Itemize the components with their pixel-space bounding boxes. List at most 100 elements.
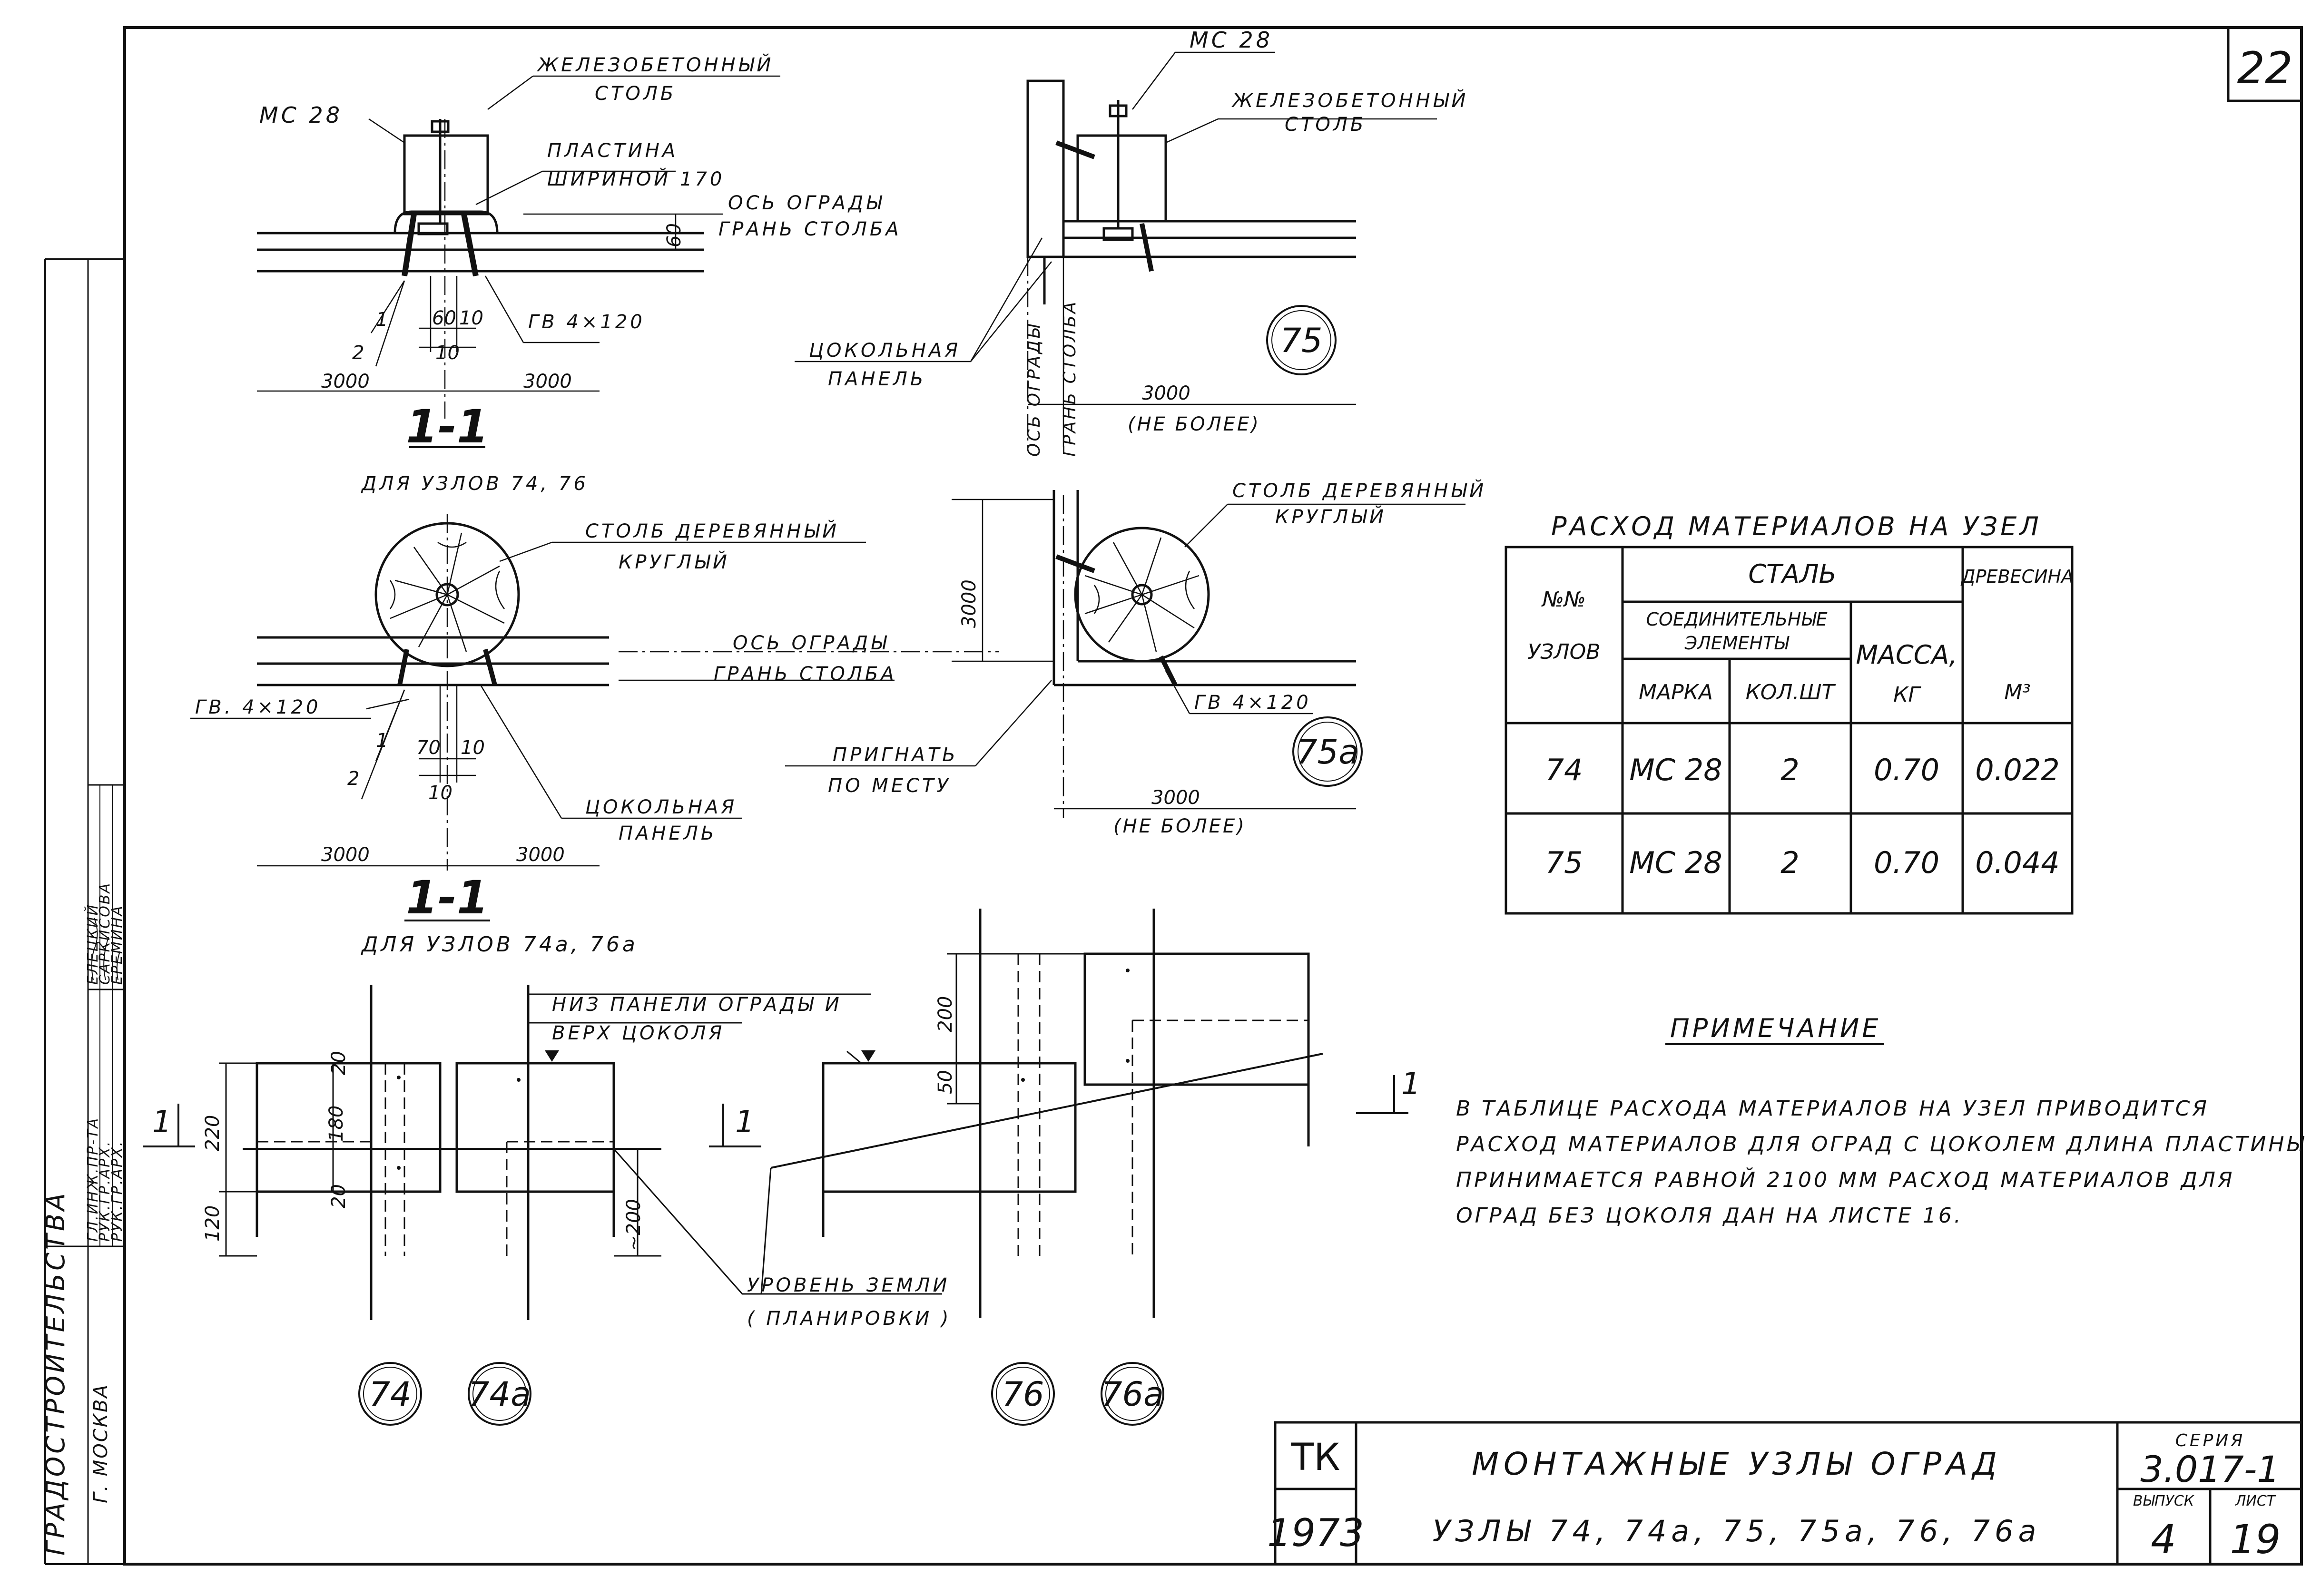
ur-mc-label: МС 28 — [1190, 27, 1273, 53]
elev-cut-3: 1 — [1401, 1067, 1421, 1102]
ur-dim-len: 3000 — [1142, 382, 1190, 404]
node-76-circle — [991, 1362, 1055, 1426]
ml-panel-label-1: ЦОКОЛЬНАЯ — [585, 796, 737, 818]
ml-axis-label: ОСЬ ОГРАДЫ — [733, 632, 889, 654]
ul-post-label-2: СТОЛБ — [595, 83, 676, 105]
ml-post-label-2: КРУГЛЫЙ — [619, 550, 730, 573]
node-74a-label: 74а — [468, 1375, 531, 1414]
node-76-label: 76 — [1002, 1375, 1044, 1414]
note-heading: ПРИМЕЧАНИЕ — [1670, 1013, 1881, 1043]
node-76a-label: 76а — [1101, 1375, 1164, 1414]
elev-dim-200: 200 — [934, 996, 956, 1032]
th-nn: №№ — [1541, 587, 1586, 612]
title-tk: ТК — [1290, 1436, 1340, 1479]
ul-axis-label: ОСЬ ОГРАДЫ — [728, 192, 885, 214]
mr-node-circle — [1292, 716, 1363, 787]
title-year: 1973 — [1267, 1511, 1364, 1555]
ur-node-number: 75 — [1280, 321, 1322, 360]
ml-dim-10a: 10 — [461, 737, 485, 759]
ml-slope-1: 1 — [376, 730, 388, 752]
ml-section-mark: 1-1 — [406, 871, 488, 924]
stamp-city: Г. МОСКВА — [90, 1383, 112, 1503]
mr-gv-label: ГВ 4×120 — [1194, 692, 1311, 714]
row2-mark: МС 28 — [1629, 845, 1722, 880]
ml-dim-70: 70 — [416, 737, 441, 759]
elev-dim-20b: 20 — [328, 1184, 350, 1208]
row2-node: 75 — [1545, 845, 1583, 880]
title-main: МОНТАЖНЫЕ УЗЛЫ ОГРАД — [1472, 1446, 2002, 1482]
th-mass-1: МАССА, — [1856, 640, 1957, 670]
ul-dim-right: 3000 — [523, 371, 572, 392]
detail-upper-right: МС 28 ЖЕЛЕЗОБЕТОННЫЙ СТОЛБ ЦОКОЛЬНАЯ ПАН… — [795, 27, 1468, 457]
ml-dim-10b: 10 — [428, 782, 452, 804]
ul-slope-2: 2 — [352, 342, 364, 364]
ur-post-label-2: СТОЛБ — [1285, 114, 1366, 136]
row1-qty: 2 — [1780, 753, 1799, 787]
ml-dim-left: 3000 — [321, 844, 370, 866]
ul-caption: ДЛЯ УЗЛОВ 74, 76 — [361, 473, 589, 495]
mr-post-label-2: КРУГЛЫЙ — [1275, 505, 1387, 528]
detail-middle-right: СТОЛБ ДЕРЕВЯННЫЙ КРУГЛЫЙ ПРИГНАТЬ ПО МЕС… — [785, 479, 1486, 837]
ml-slope-2: 2 — [347, 768, 359, 790]
stamp-signatures — [91, 918, 120, 980]
row2-qty: 2 — [1780, 845, 1799, 880]
elev-ground-2: ( ПЛАНИРОВКИ ) — [747, 1308, 952, 1330]
mr-dim-len: 3000 — [1151, 787, 1200, 809]
elev-dim-180: 180 — [325, 1106, 347, 1142]
row1-node: 74 — [1545, 753, 1583, 787]
th-conn-1: СОЕДИНИТЕЛЬНЫЕ — [1646, 609, 1827, 630]
stamp-name-1: ЕЛЕЦКИЙ — [84, 903, 101, 985]
sheet-number: 22 — [2237, 43, 2292, 94]
elev-dim-120: 120 — [202, 1205, 224, 1242]
materials-table: РАСХОД МАТЕРИАЛОВ НА УЗЕЛ №№ УЗЛОВ СТАЛЬ… — [1505, 511, 2074, 915]
th-steel: СТАЛЬ — [1748, 559, 1836, 589]
node-74-label: 74 — [369, 1375, 411, 1414]
ur-post-label-1: ЖЕЛЕЗОБЕТОННЫЙ — [1231, 89, 1468, 112]
th-mass-2: КГ — [1893, 683, 1921, 707]
ml-face-label: ГРАНЬ СТОЛБА — [714, 663, 897, 685]
stamp-name-2: САРКИСОВА — [97, 882, 113, 985]
row2-wood: 0.044 — [1975, 845, 2060, 880]
th-qty: КОЛ.ШТ — [1746, 680, 1836, 705]
mr-post-label-1: СТОЛБ ДЕРЕВЯННЫЙ — [1232, 479, 1486, 502]
ur-node-circle — [1266, 305, 1337, 375]
ml-post-label-1: СТОЛБ ДЕРЕВЯННЫЙ — [585, 519, 839, 542]
ul-face-label: ГРАНЬ СТОЛБА — [718, 218, 902, 240]
elev-dim-200v: ~200 — [623, 1199, 645, 1251]
title-sheet: 19 — [2230, 1516, 2281, 1563]
note-line-2: РАСХОД МАТЕРИАЛОВ ДЛЯ ОГРАД С ЦОКОЛЕМ ДЛ… — [1456, 1132, 2306, 1156]
node-74a-circle — [468, 1362, 531, 1426]
detail-upper-left: МС 28 ЖЕЛЕЗОБЕТОННЫЙ СТОЛБ ПЛАСТИНА ШИРИ… — [257, 53, 902, 495]
ul-slope-1: 1 — [376, 309, 388, 331]
note-line-3: ПРИНИМАЕТСЯ РАВНОЙ 2100 ММ РАСХОД МАТЕРИ… — [1456, 1167, 2235, 1192]
title-sub: УЗЛЫ 74, 74а, 75, 75а, 76, 76а — [1432, 1514, 2041, 1548]
ul-dim-60: 60 — [432, 307, 456, 329]
row1-mass: 0.70 — [1874, 753, 1939, 787]
ml-dim-right: 3000 — [516, 844, 565, 866]
stamp-org: ГРАДОСТРОИТЕЛЬСТВА — [40, 1190, 70, 1556]
stamp-role-3: РУК.ГР.АРХ. — [109, 1140, 126, 1242]
row1-mark: МС 28 — [1629, 753, 1722, 787]
th-wood: ДРЕВЕСИНА — [1960, 566, 2074, 587]
title-series-label: СЕРИЯ — [2175, 1431, 2245, 1450]
mr-node-number: 75а — [1296, 733, 1359, 772]
ul-dim-60v: 60 — [663, 223, 685, 247]
th-unit: М³ — [2004, 680, 2031, 705]
elev-dim-220: 220 — [202, 1115, 224, 1151]
ul-post-label-1: ЖЕЛЕЗОБЕТОННЫЙ — [536, 53, 774, 76]
ul-dim-10b: 10 — [435, 342, 460, 364]
th-nodes: УЗЛОВ — [1528, 640, 1601, 664]
ml-gv-label: ГВ. 4×120 — [195, 696, 321, 718]
mr-dim-note: (НЕ БОЛЕЕ) — [1113, 815, 1246, 837]
ur-dim-note: (НЕ БОЛЕЕ) — [1128, 413, 1260, 435]
mr-post-circle — [1074, 527, 1210, 663]
title-sheet-label: ЛИСТ — [2235, 1493, 2277, 1509]
detail-middle-left: СТОЛБ ДЕРЕВЯННЫЙ КРУГЛЫЙ ОСЬ ОГРАДЫ ГРАН… — [190, 514, 999, 957]
mr-fit-label-1: ПРИГНАТЬ — [833, 744, 958, 766]
elev-plinth-top: ВЕРХ ЦОКОЛЯ — [552, 1022, 725, 1044]
elevation-left: НИЗ ПАНЕЛИ ОГРАДЫ И ВЕРХ ЦОКОЛЯ УРОВЕНЬ … — [143, 985, 952, 1426]
note-line-1: В ТАБЛИЦЕ РАСХОДА МАТЕРИАЛОВ НА УЗЕЛ ПРИ… — [1456, 1097, 2209, 1121]
ul-section-mark: 1-1 — [406, 400, 488, 453]
elev-panel-bottom: НИЗ ПАНЕЛИ ОГРАДЫ И — [552, 994, 842, 1016]
ml-caption: ДЛЯ УЗЛОВ 74а, 76а — [361, 932, 638, 957]
